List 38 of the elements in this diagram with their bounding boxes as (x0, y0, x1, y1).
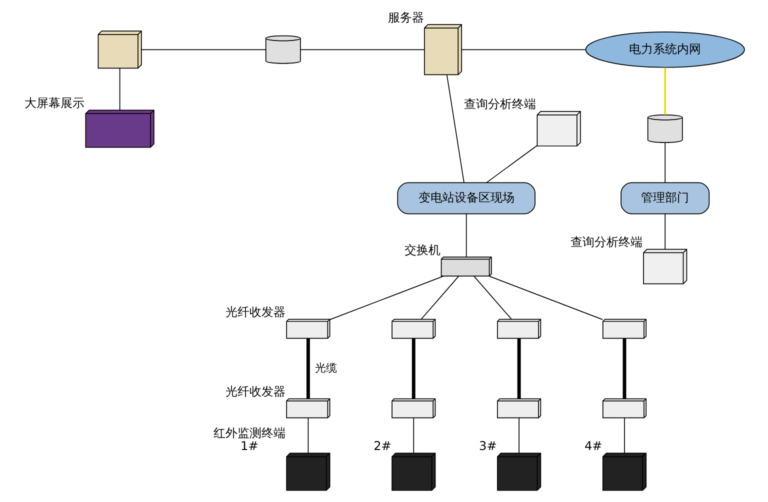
connector (664, 68, 666, 115)
node-label: 2# (374, 438, 392, 453)
connector (622, 338, 626, 399)
connector (466, 213, 467, 258)
node-ellipse: 电力系统内网 (585, 31, 745, 68)
node-label: 服务器 (388, 10, 424, 24)
node-label: 3# (479, 438, 497, 453)
node-box: 变电站设备区现场 (397, 182, 536, 214)
edge-label: 光缆 (315, 361, 338, 374)
connector (413, 418, 414, 454)
connector (412, 338, 416, 399)
connector (300, 49, 425, 50)
node-box: 管理部门 (620, 182, 710, 214)
connector (518, 418, 520, 454)
node-label: 交换机 (404, 242, 441, 257)
connector (446, 74, 464, 183)
connector (486, 145, 538, 183)
connector (308, 418, 309, 454)
node-label: 查询分析终端 (464, 97, 536, 112)
connector (420, 276, 460, 320)
node-label: 光纤收发器 (225, 304, 286, 319)
connector (624, 418, 625, 454)
connector (461, 49, 586, 50)
connector (488, 276, 604, 320)
connector (330, 276, 444, 320)
node-label: 光纤收发器 (225, 384, 286, 398)
connector (119, 68, 120, 110)
connector (473, 276, 512, 320)
connector (517, 338, 521, 399)
node-label: 查询分析终端 (570, 234, 642, 249)
node-label: 1# (240, 438, 258, 453)
node-label: 红外监测终端 (213, 426, 286, 440)
connector (306, 338, 310, 399)
connector (664, 213, 666, 250)
node-label: 大屏幕展示 (24, 96, 85, 110)
connector (141, 49, 266, 50)
connector (664, 142, 666, 183)
node-label: 4# (584, 438, 602, 453)
